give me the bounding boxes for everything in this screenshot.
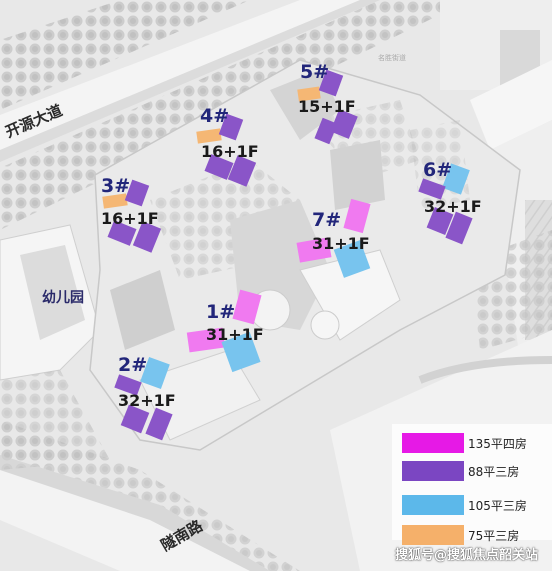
building-2-id: 2# [118,354,148,376]
legend-swatch [402,433,464,453]
legend-swatch [402,461,464,481]
legend-label: 135平四房 [468,437,527,451]
watermark: 搜狐号@搜狐焦点韶关站 [394,548,538,563]
building-5-floors: 15+1F [298,97,356,116]
building-7-floors: 31+1F [312,234,370,253]
legend-item: 75平三房 [402,525,552,545]
building-1-id: 1# [206,301,236,323]
legend-label: 105平三房 [468,499,527,513]
legend-item: 135平四房 [402,433,552,453]
building-5-id: 5# [300,61,330,83]
legend-label: 88平三房 [468,465,520,479]
legend-swatch [402,525,464,545]
building-3-id: 3# [101,175,131,197]
building-4-floors: 16+1F [201,142,259,161]
building-7-units [296,198,371,278]
building-2-floors: 32+1F [118,391,176,410]
building-5-units [297,69,358,145]
building-3-units [102,179,162,253]
legend-label: 75平三房 [468,529,520,543]
building-3-floors: 16+1F [101,209,159,228]
legend-item: 88平三房 [402,461,552,481]
building-1-floors: 31+1F [206,325,264,344]
building-6-id: 6# [423,159,453,181]
legend-item: 105平三房 [402,495,552,515]
kindergarten-label: 幼儿园 [42,290,84,306]
building-6-floors: 32+1F [424,197,482,216]
building-2-units [114,357,173,441]
building-4-units [196,113,257,187]
building-7-id: 7# [312,209,342,231]
building-1-units [186,289,262,373]
legend-swatch [402,495,464,515]
small-map-text: 名胜街道 [378,54,406,62]
building-6-units [418,163,473,245]
building-4-id: 4# [200,105,230,127]
